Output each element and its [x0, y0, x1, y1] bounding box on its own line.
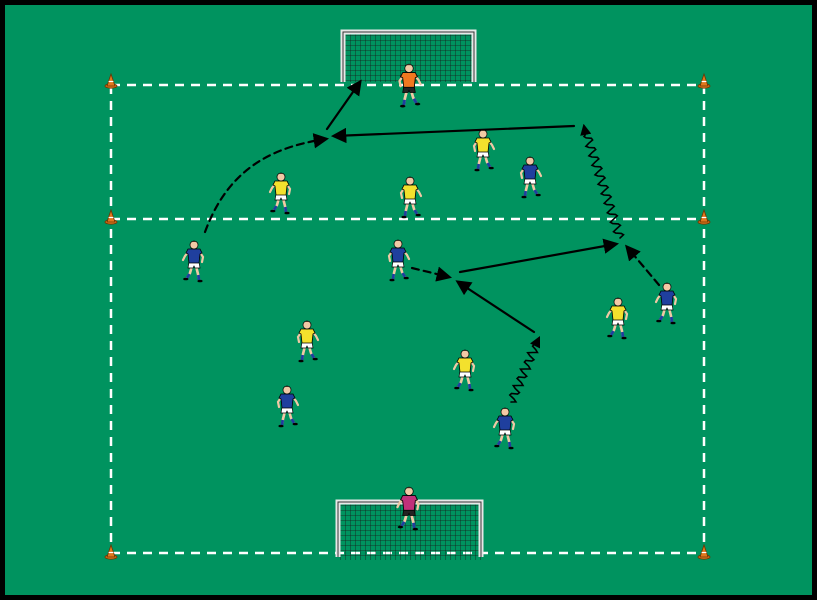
- cone-bl: [104, 543, 118, 560]
- player-y2: [268, 172, 292, 215]
- player-b2: [181, 240, 205, 283]
- arrow-dribble-right: [580, 123, 625, 239]
- player-y6: [452, 349, 476, 392]
- player-b3: [387, 239, 411, 282]
- cone-br: [697, 543, 711, 560]
- players: [181, 63, 678, 531]
- player-b1: [519, 156, 543, 199]
- cone-mr: [697, 208, 711, 225]
- arrow-pass-1: [455, 280, 536, 334]
- player-gk-bottom: [396, 486, 420, 531]
- arrow-shot: [325, 79, 362, 131]
- cone-tr: [697, 72, 711, 89]
- player-y4: [605, 297, 629, 340]
- player-gk-top: [398, 63, 422, 108]
- arrow-run-1: [410, 266, 452, 282]
- arrow-dribble-start: [508, 335, 541, 403]
- arrow-run-right: [625, 244, 661, 287]
- player-y3: [399, 176, 423, 219]
- player-b5: [276, 385, 300, 428]
- movement-arrows: [203, 79, 661, 403]
- player-b6: [492, 407, 516, 450]
- player-y1: [472, 129, 496, 172]
- cones: [104, 72, 711, 560]
- goal-top: [340, 29, 477, 82]
- player-y5: [296, 320, 320, 363]
- arrow-run-left: [203, 133, 330, 234]
- cone-tl: [104, 72, 118, 89]
- arrow-cross: [330, 124, 576, 144]
- cone-ml: [104, 208, 118, 225]
- player-b4: [654, 282, 678, 325]
- arrow-pass-2: [458, 238, 620, 274]
